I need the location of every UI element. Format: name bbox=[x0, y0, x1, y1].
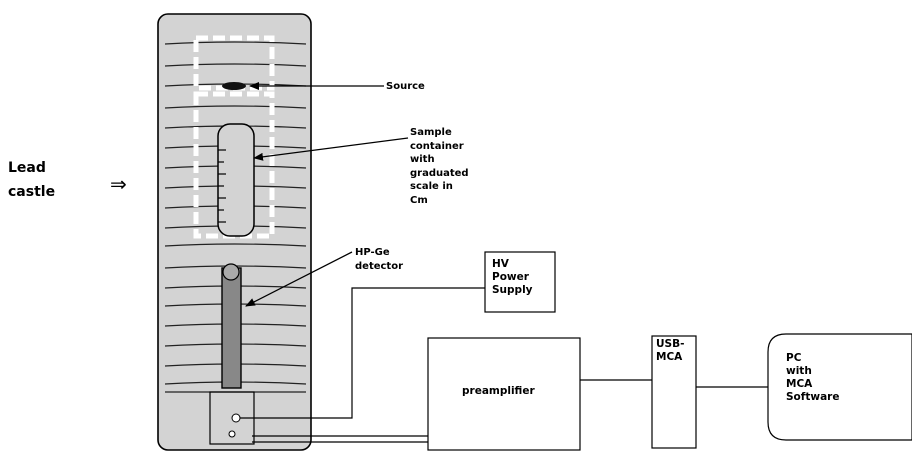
hv-supply-box bbox=[484, 251, 556, 313]
sample-container-label: Sample container with graduated scale in… bbox=[410, 127, 469, 206]
preamplifier-box bbox=[427, 337, 581, 451]
base-connector-bottom bbox=[228, 430, 236, 438]
sample-container bbox=[217, 123, 255, 237]
lead-castle-label: Lead castle bbox=[8, 160, 56, 200]
usb-mca-label: USB- MCA bbox=[656, 338, 685, 363]
source-label: Source bbox=[386, 81, 425, 92]
lead-castle-arrow: ⇒ bbox=[110, 172, 127, 196]
base-connector-top bbox=[231, 413, 241, 423]
detector-label: HP-Ge detector bbox=[355, 247, 404, 272]
detector-arrow bbox=[245, 251, 353, 307]
graduated-scale bbox=[218, 149, 226, 223]
sample-arrow bbox=[253, 137, 409, 161]
hv-supply-label: HV Power Supply bbox=[492, 258, 533, 296]
usb-mca-box bbox=[651, 335, 697, 449]
hv-cable bbox=[240, 287, 485, 419]
pointer-arrows bbox=[245, 82, 409, 307]
pc-box bbox=[767, 333, 912, 441]
detector-head bbox=[222, 263, 240, 281]
preamplifier-label: preamplifier bbox=[462, 385, 535, 397]
connection-wires bbox=[240, 287, 768, 443]
radioactive-source bbox=[222, 82, 246, 90]
hpge-detector bbox=[221, 267, 242, 389]
pc-label: PC with MCA Software bbox=[786, 352, 840, 403]
